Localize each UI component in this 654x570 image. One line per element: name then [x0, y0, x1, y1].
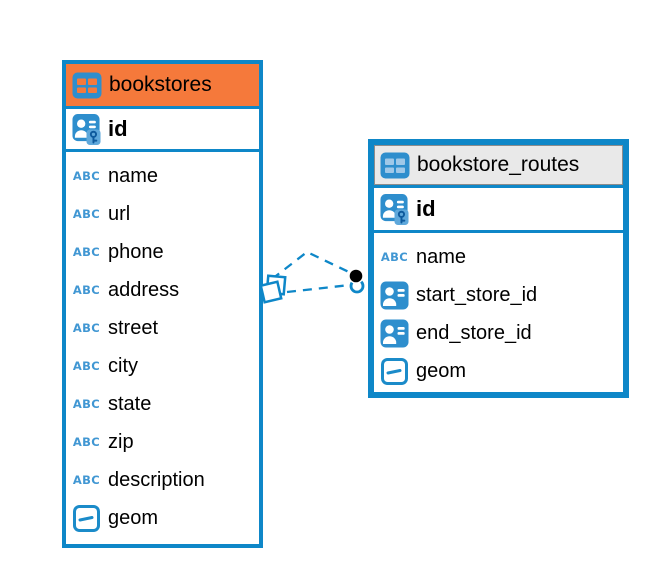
- field-row-state[interactable]: ABC state: [72, 385, 259, 423]
- field-row-description[interactable]: ABC description: [72, 461, 259, 499]
- primary-key-icon: [380, 193, 409, 226]
- field-row-end_store_id[interactable]: end_store_id: [380, 314, 623, 352]
- field-label: name: [416, 245, 467, 268]
- table-header-bookstore-routes[interactable]: bookstore_routes: [374, 145, 623, 188]
- field-label: city: [108, 354, 138, 377]
- field-row-zip[interactable]: ABC zip: [72, 423, 259, 461]
- filled-circle-icon[interactable]: [348, 268, 365, 294]
- field-row-name[interactable]: ABC name: [380, 238, 623, 276]
- relationship-line[interactable]: [286, 283, 351, 294]
- text-icon: ABC: [72, 473, 101, 487]
- field-row-start_store_id[interactable]: start_store_id: [380, 276, 623, 314]
- field-label: name: [108, 164, 159, 187]
- text-icon: ABC: [72, 321, 101, 335]
- field-label: zip: [108, 430, 134, 453]
- field-row-address[interactable]: ABC address: [72, 271, 259, 309]
- text-icon: ABC: [72, 435, 101, 449]
- field-label: geom: [416, 359, 467, 382]
- field-label: state: [108, 392, 152, 415]
- field-label: description: [108, 468, 205, 491]
- field-row-geom[interactable]: geom: [72, 499, 259, 537]
- table-icon: [72, 72, 102, 99]
- field-row-city[interactable]: ABC city: [72, 347, 259, 385]
- field-row-name[interactable]: ABC name: [72, 157, 259, 195]
- relationship-line[interactable]: [271, 250, 352, 280]
- text-icon: ABC: [72, 169, 101, 183]
- geometry-icon: [380, 357, 409, 385]
- primary-key-row[interactable]: id: [66, 109, 259, 152]
- field-label: phone: [108, 240, 164, 263]
- overlapping-squares-icon[interactable]: [259, 274, 287, 304]
- foreign-key-icon: [380, 319, 409, 348]
- field-row-url[interactable]: ABC url: [72, 195, 259, 233]
- geometry-icon: [72, 504, 101, 532]
- text-icon: ABC: [72, 397, 101, 411]
- text-icon: ABC: [72, 207, 101, 221]
- primary-key-label: id: [108, 116, 128, 141]
- field-row-street[interactable]: ABC street: [72, 309, 259, 347]
- field-label: geom: [108, 506, 159, 529]
- field-row-phone[interactable]: ABC phone: [72, 233, 259, 271]
- field-label: start_store_id: [416, 283, 538, 306]
- primary-key-label: id: [416, 196, 436, 221]
- table-title: bookstore_routes: [417, 153, 580, 176]
- field-row-geom[interactable]: geom: [380, 352, 623, 390]
- text-icon: ABC: [72, 245, 101, 259]
- primary-key-icon: [72, 113, 101, 146]
- text-icon: ABC: [72, 359, 101, 373]
- text-icon: ABC: [380, 250, 409, 264]
- field-label: url: [108, 202, 131, 225]
- table-icon: [380, 152, 410, 179]
- foreign-key-icon: [380, 281, 409, 310]
- text-icon: ABC: [72, 283, 101, 297]
- field-label: address: [108, 278, 180, 301]
- table-title: bookstores: [109, 73, 212, 96]
- table-header-bookstores[interactable]: bookstores: [66, 64, 259, 109]
- primary-key-row[interactable]: id: [374, 188, 623, 233]
- field-label: end_store_id: [416, 321, 532, 344]
- field-label: street: [108, 316, 159, 339]
